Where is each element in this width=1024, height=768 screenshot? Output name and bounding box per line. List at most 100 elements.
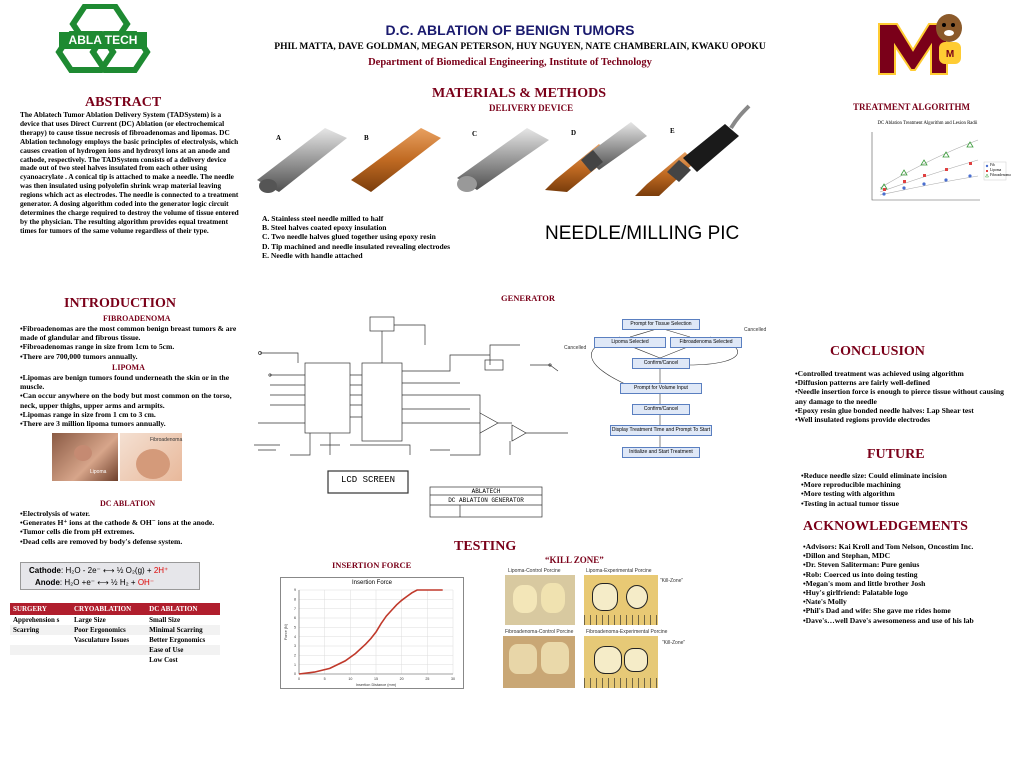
y-tick-label: 5 [294,626,296,630]
x-tick-label: 20 [400,677,404,681]
list-item: •Dr. Steven Saliterman: Pure genius [803,560,920,570]
x-tick-label: 5 [324,677,326,681]
x-axis-label: Insertion Distance (mm) [356,683,397,687]
table-cell: Low Cost [146,655,220,665]
generator-title: GENERATOR [501,293,556,303]
table-header-row: SURGERY CRYOABLATION DC ABLATION [10,603,220,615]
treatment-legend-3: Fibroadenoma [990,173,1011,177]
flowchart-box-confirm-2: Confirm/Cancel [632,404,690,415]
insertion-force-title: INSERTION FORCE [332,560,412,570]
needle-label-b: B [364,134,369,142]
table-cell: Poor Ergonomics [71,625,147,635]
list-item: •Fibroadenomas are the most common benig… [20,324,237,343]
list-item: •More testing with algorithm [801,489,895,499]
list-item: •Epoxy resin glue bonded needle halves: … [795,405,974,415]
table-cell [10,635,71,645]
lipoma-photo-label: Lipoma [90,469,107,475]
list-item: •There are 3 million lipoma tumors annua… [20,419,166,429]
table-cell: Minimal Scarring [146,625,220,635]
table-cell: Large Size [71,615,147,625]
future-list: •Reduce needle size: Could eliminate inc… [801,471,1006,508]
y-axis-label: Force (N) [284,623,288,640]
chart-title: Insertion Force [351,580,393,586]
flowchart-box-confirm-1: Confirm/Cancel [632,358,690,369]
fibro-experimental-photo [584,636,658,688]
y-tick-label: 9 [294,588,296,592]
photo-label-fibro-control: Fibroadenoma-Control Porcine [505,629,574,635]
list-item: •Dead cells are removed by body's defens… [20,536,183,546]
anode-ion: OH⁻ [137,578,155,587]
list-item: •Huy's girlfriend: Palatable logo [803,588,908,598]
x-tick-label: 0 [298,677,300,681]
table-header: DC ABLATION [146,603,220,615]
table-cell: Scarring [10,625,71,635]
title-block-company: ABLATECH [471,488,501,495]
fibroadenoma-photo: Fibroadenoma [120,433,182,481]
lipoma-photo: Lipoma [52,433,118,481]
y-tick-label: 1 [294,663,296,667]
y-tick-label: 4 [294,635,296,639]
list-item: B. Steel halves coated epoxy insulation [262,223,387,233]
x-tick-label: 25 [425,677,429,681]
cathode-label: Cathode [29,566,61,575]
lipoma-list: •Lipomas are benign tumors found underne… [20,373,242,428]
comparison-table: SURGERY CRYOABLATION DC ABLATION Apprehe… [10,603,220,665]
y-tick-label: 8 [294,598,296,602]
electrolysis-equation-box: Cathode: H₂O - 2e⁻ ⟷ ½ O₂(g) + 2H⁺ Anode… [20,562,200,590]
photo-label-lipoma-experimental: Lipoma-Experimental Porcine [586,568,652,574]
fibroadenoma-list: •Fibroadenomas are the most common benig… [20,324,242,361]
series-line [298,589,443,675]
list-item: •There are 700,000 tumors annually. [20,351,138,361]
list-item: A. Stainless steel needle milled to half [262,214,384,223]
list-item: •Generates H⁺ ions at the cathode & OH⁻ … [20,518,215,528]
list-item: •Advisors: Kai Kroll and Tom Nelson, Onc… [803,542,974,551]
lipoma-control-photo [505,575,575,625]
list-item: •Controlled treatment was achieved using… [795,369,964,378]
list-item: •Dillon and Stephan, MDC [803,551,891,561]
flowchart-box-volume: Prompt for Volume Input [620,383,702,394]
abstract-title: ABSTRACT [85,95,162,110]
conclusion-title: CONCLUSION [830,344,925,359]
needle-label-e: E [670,127,675,135]
x-tick-label: 10 [348,677,352,681]
list-item: C. Two needle halves glued together usin… [262,232,436,242]
flowchart: Prompt for Tissue Selection Lipoma Selec… [564,315,770,465]
table-cell: Vasculature Issues [71,635,147,645]
table-row: Apprehension s Large Size Small Size [10,615,220,625]
list-item: •Diffusion patterns are fairly well-defi… [795,378,930,388]
delivery-device-illustration [255,100,755,210]
list-item: •Fibroadenomas range in size from 1cm to… [20,342,175,352]
list-item: •Rob: Coerced us into doing testing [803,569,918,579]
list-item: •Tumor cells die from pH extremes. [20,527,135,537]
needle-label-c: C [472,130,478,138]
materials-title: MATERIALS & METHODS [432,86,606,101]
kill-zone-title: “KILL ZONE” [545,555,604,565]
poster-department: Department of Biomedical Engineering, In… [368,57,652,68]
ablatech-logo: ABLA TECH [55,3,151,78]
introduction-title: INTRODUCTION [64,296,177,311]
table-cell: Apprehension s [10,615,71,625]
table-row: Scarring Poor Ergonomics Minimal Scarrin… [10,625,220,635]
list-item: •More reproducible machining [801,480,901,490]
flowchart-cancel-right: Cancelled [744,327,767,333]
delivery-device-subtitle: DELIVERY DEVICE [489,103,574,113]
anode-equation: : H₂O +e⁻ ⟷ ½ H₂ + [59,578,138,587]
table-cell [10,655,71,665]
table-cell: Better Ergonomics [146,635,220,645]
y-tick-label: 2 [294,654,296,658]
list-item: E. Needle with handle attached [262,250,363,260]
list-item: •Nate's Molly [803,597,847,607]
generator-schematic: LCD SCREEN ABLATECH DC ABLATION GENERATO… [250,305,580,520]
list-item: •Reduce needle size: Could eliminate inc… [801,471,947,480]
table-cell [71,655,147,665]
y-tick-label: 6 [294,616,296,620]
y-tick-label: 7 [294,607,296,611]
kill-zone-note-1: “Kill-Zone” [660,578,684,584]
x-tick-label: 15 [374,677,378,681]
flowchart-box-start: Initialize and Start Treatment [622,447,700,458]
list-item: •Can occur anywhere on the body but most… [20,391,232,410]
fibroadenoma-photo-label: Fibroadenoma [150,437,183,443]
title-block-name: DC ABLATION GENERATOR [448,497,524,504]
svg-text:M: M [946,49,954,60]
